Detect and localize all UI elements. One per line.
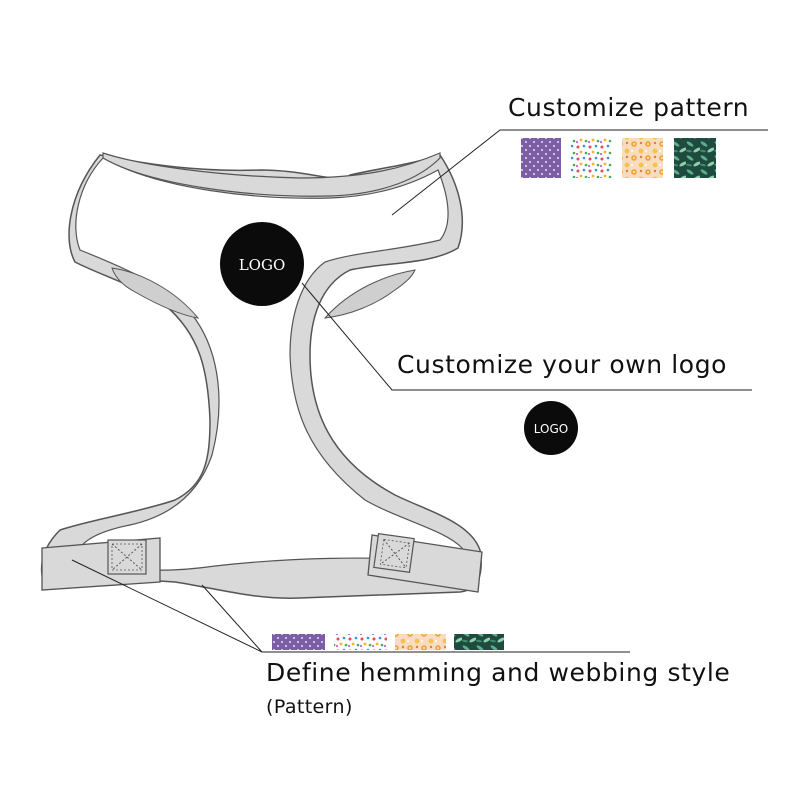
pattern-swatches-top: [521, 138, 716, 178]
harness-logo-badge: LOGO: [220, 222, 304, 306]
define-hemming-label: Define hemming and webbing style: [266, 658, 731, 687]
harness-body: [40, 152, 482, 599]
webbing-swatch-tropical-leaf: [454, 634, 504, 650]
customize-pattern-label: Customize pattern: [508, 93, 750, 122]
customize-logo-label: Customize your own logo: [397, 350, 728, 379]
swatch-tropical-leaf: [674, 138, 716, 178]
callout-hemming-line-2: [201, 584, 263, 653]
define-hemming-sub-label: (Pattern): [266, 696, 353, 718]
harness-collar: [102, 152, 441, 197]
swatch-multicolor-floral: [571, 138, 612, 178]
webbing-swatch-multicolor-floral: [334, 634, 387, 650]
sample-logo-text: LOGO: [534, 422, 568, 436]
harness-logo-text: LOGO: [239, 256, 286, 274]
pattern-swatches-bottom: [272, 634, 504, 650]
callout-logo-line: [301, 282, 752, 391]
sample-logo-badge: LOGO: [524, 401, 578, 455]
callout-lines: [71, 129, 768, 653]
mesh-panel-left: [111, 267, 200, 319]
webbing-straps: [41, 532, 483, 593]
swatch-purple-polka-dot: [521, 138, 561, 178]
mesh-panel-right: [323, 269, 416, 319]
webbing-swatch-purple-polka-dot: [272, 634, 325, 650]
callout-pattern-line: [391, 129, 768, 216]
swatch-peach-flower: [622, 138, 663, 178]
webbing-swatch-peach-flower: [395, 634, 446, 650]
